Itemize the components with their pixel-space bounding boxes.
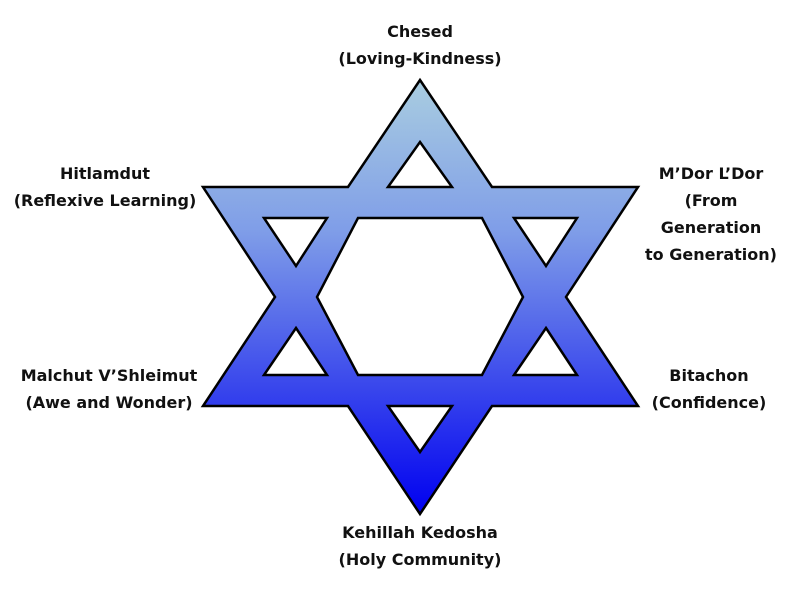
label-chesed: Chesed (Loving-Kindness) — [320, 18, 520, 72]
label-kehillah-kedosha-title: Kehillah Kedosha — [342, 523, 498, 542]
label-hitlamdut-title: Hitlamdut — [60, 164, 150, 183]
label-malchut-vshleimut-subtitle: (Awe and Wonder) — [25, 393, 193, 412]
label-mdor-ldor-subtitle-3: to Generation) — [645, 245, 777, 264]
label-kehillah-kedosha-subtitle: (Holy Community) — [338, 550, 502, 569]
label-hitlamdut-subtitle: (Reflexive Learning) — [13, 191, 197, 210]
label-bitachon-subtitle: (Confidence) — [651, 393, 767, 412]
label-kehillah-kedosha: Kehillah Kedosha (Holy Community) — [300, 519, 540, 573]
label-bitachon: Bitachon (Confidence) — [628, 362, 790, 416]
label-mdor-ldor-subtitle-1: (From — [684, 191, 738, 210]
label-bitachon-title: Bitachon — [669, 366, 749, 385]
label-mdor-ldor: M’Dor L’Dor (From Generation to Generati… — [622, 160, 800, 268]
label-malchut-vshleimut-title: Malchut V’Shleimut — [20, 366, 198, 385]
label-chesed-subtitle: (Loving-Kindness) — [338, 49, 502, 68]
label-hitlamdut: Hitlamdut (Reflexive Learning) — [0, 160, 210, 214]
star-of-david-shape — [200, 77, 641, 517]
label-malchut-vshleimut: Malchut V’Shleimut (Awe and Wonder) — [0, 362, 218, 416]
label-mdor-ldor-subtitle-2: Generation — [660, 218, 762, 237]
label-chesed-title: Chesed — [387, 22, 453, 41]
label-mdor-ldor-title: M’Dor L’Dor — [658, 164, 764, 183]
